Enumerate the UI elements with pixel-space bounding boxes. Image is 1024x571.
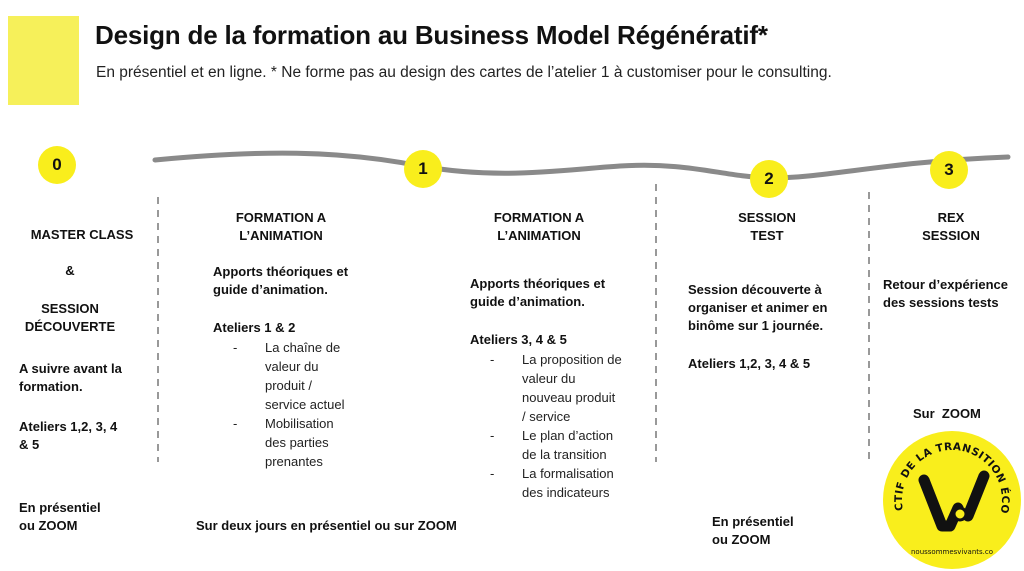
col0-amp: & — [65, 263, 75, 278]
formation-footer: Sur deux jours en présentiel ou sur ZOOM — [196, 518, 457, 533]
step-circle-2: 2 — [750, 160, 788, 198]
col1-ateliers: Ateliers 1 & 2 — [213, 320, 296, 335]
logo-url: noussommesvivants.co — [911, 548, 993, 556]
page-subtitle: En présentiel et en ligne. * Ne forme pa… — [96, 64, 832, 81]
step-circle-1: 1 — [404, 150, 442, 188]
col0-heading1: MASTER CLASS — [30, 227, 134, 242]
timeline-wave — [152, 150, 1011, 181]
col0-text2: Ateliers 1,2, 3, 4& 5 — [19, 419, 118, 452]
step-circle-0: 0 — [38, 146, 76, 184]
step-circle-3: 3 — [930, 151, 968, 189]
page-title: Design de la formation au Business Model… — [95, 20, 768, 50]
col3-ateliers: Ateliers 1,2, 3, 4 & 5 — [688, 356, 811, 371]
col2-ateliers: Ateliers 3, 4 & 5 — [470, 332, 567, 347]
collectif-logo: LE COLLECTIF DE LA TRANSITION ÉCOLOGIQUE… — [882, 430, 1021, 569]
header-yellow-square — [8, 16, 79, 105]
col4-zoom: Sur ZOOM — [913, 406, 981, 421]
